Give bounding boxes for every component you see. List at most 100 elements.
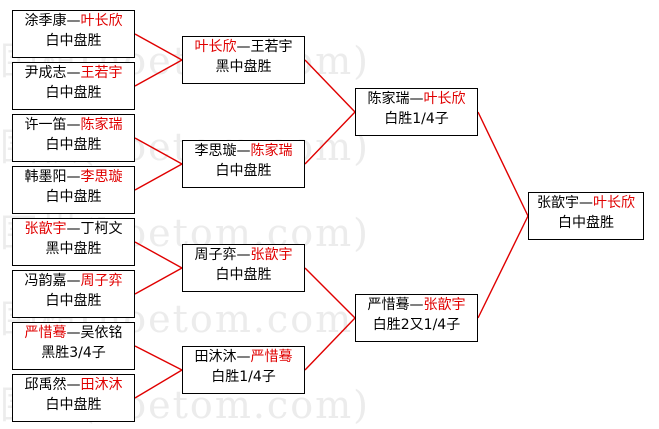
match-players: 张歆宇—丁柯文 — [13, 219, 134, 239]
match-players: 韩墨阳—李思璇 — [13, 167, 134, 187]
connector-line — [134, 369, 183, 399]
player-1: 李思璇 — [194, 143, 237, 159]
connector-line — [477, 215, 529, 319]
match-result: 黑中盘胜 — [215, 59, 272, 75]
player-1: 田沐沐 — [194, 349, 237, 365]
player-2: 李思璇 — [80, 169, 123, 185]
match-result: 白胜2又1/4子 — [372, 317, 461, 333]
match-result: 白中盘胜 — [215, 267, 272, 283]
vs-separator: — — [579, 195, 593, 211]
player-1: 张歆宇 — [24, 221, 67, 237]
player-2: 周子弈 — [80, 273, 123, 289]
vs-separator: — — [66, 169, 81, 185]
match-players: 李思璇—陈家瑞 — [183, 141, 304, 161]
player-1: 涂季康 — [24, 13, 67, 29]
match-result: 白胜1/4子 — [211, 369, 276, 385]
match-result: 黑中盘胜 — [45, 241, 102, 257]
vs-separator: — — [66, 325, 81, 341]
match-box-semifinal-2: 严惜蓦—张歆宇 白胜2又1/4子 — [355, 294, 478, 342]
match-box-round2-1: 叶长欣—王若宇 黑中盘胜 — [182, 36, 305, 84]
player-2: 陈家瑞 — [250, 143, 293, 159]
player-2: 张歆宇 — [250, 247, 293, 263]
vs-separator: — — [236, 39, 251, 55]
match-players: 严惜蓦—张歆宇 — [356, 295, 477, 315]
player-1: 张歆宇 — [537, 195, 579, 211]
player-1: 尹成志 — [24, 65, 67, 81]
match-result: 白胜1/4子 — [384, 111, 449, 127]
match-box-round2-4: 田沐沐—严惜蓦 白胜1/4子 — [182, 346, 305, 394]
player-1: 冯韵嘉 — [24, 273, 67, 289]
match-box-round2-2: 李思璇—陈家瑞 白中盘胜 — [182, 140, 305, 188]
match-result: 白中盘胜 — [45, 397, 102, 413]
match-box-round1-8: 邱禹然—田沐沐 白中盘胜 — [12, 374, 135, 422]
match-result: 黑胜3/4子 — [41, 345, 106, 361]
match-box-round1-2: 尹成志—王若宇 白中盘胜 — [12, 62, 135, 110]
match-box-round1-1: 涂季康—叶长欣 白中盘胜 — [12, 10, 135, 58]
match-result: 白中盘胜 — [215, 163, 272, 179]
match-players: 叶长欣—王若宇 — [183, 37, 304, 57]
match-box-final: 张歆宇—叶长欣 白中盘胜 — [528, 192, 644, 240]
player-2: 张歆宇 — [423, 297, 466, 313]
connector-line — [134, 163, 183, 191]
match-players: 周子弈—张歆宇 — [183, 245, 304, 265]
match-players: 冯韵嘉—周子弈 — [13, 271, 134, 291]
match-result: 白中盘胜 — [45, 189, 102, 205]
player-2: 丁柯文 — [80, 221, 123, 237]
match-box-round1-3: 许一笛—陈家瑞 白中盘胜 — [12, 114, 135, 162]
match-box-semifinal-1: 陈家瑞—叶长欣 白胜1/4子 — [355, 88, 478, 136]
player-1: 严惜蓦 — [367, 297, 410, 313]
vs-separator: — — [409, 297, 424, 313]
connector-line — [477, 111, 529, 217]
player-2: 叶长欣 — [80, 13, 123, 29]
vs-separator: — — [236, 143, 251, 159]
match-box-round1-7: 严惜蓦—吴依铭 黑胜3/4子 — [12, 322, 135, 370]
player-2: 吴依铭 — [80, 325, 123, 341]
player-1: 叶长欣 — [194, 39, 237, 55]
connector-line — [134, 59, 183, 87]
match-result: 白中盘胜 — [45, 137, 102, 153]
match-box-round2-3: 周子弈—张歆宇 白中盘胜 — [182, 244, 305, 292]
player-2: 叶长欣 — [593, 195, 635, 211]
match-result: 白中盘胜 — [558, 215, 614, 231]
match-result: 白中盘胜 — [45, 33, 102, 49]
player-1: 韩墨阳 — [24, 169, 67, 185]
vs-separator: — — [236, 349, 251, 365]
vs-separator: — — [236, 247, 251, 263]
vs-separator: — — [66, 273, 81, 289]
match-players: 尹成志—王若宇 — [13, 63, 134, 83]
connector-line — [304, 111, 356, 165]
player-1: 许一笛 — [24, 117, 67, 133]
match-result: 白中盘胜 — [45, 85, 102, 101]
match-players: 许一笛—陈家瑞 — [13, 115, 134, 135]
player-2: 王若宇 — [250, 39, 293, 55]
player-1: 邱禹然 — [24, 377, 67, 393]
connector-line — [134, 137, 183, 165]
vs-separator: — — [66, 377, 81, 393]
player-2: 田沐沐 — [80, 377, 123, 393]
match-result: 白中盘胜 — [45, 293, 102, 309]
match-players: 邱禹然—田沐沐 — [13, 375, 134, 395]
match-players: 田沐沐—严惜蓦 — [183, 347, 304, 367]
match-players: 涂季康—叶长欣 — [13, 11, 134, 31]
match-box-round1-6: 冯韵嘉—周子弈 白中盘胜 — [12, 270, 135, 318]
vs-separator: — — [66, 221, 81, 237]
vs-separator: — — [66, 65, 81, 81]
match-players: 张歆宇—叶长欣 — [529, 193, 643, 213]
connector-line — [304, 59, 356, 113]
player-2: 陈家瑞 — [80, 117, 123, 133]
connector-line — [134, 267, 183, 295]
player-1: 严惜蓦 — [24, 325, 67, 341]
connector-line — [134, 345, 183, 371]
vs-separator: — — [66, 13, 81, 29]
connector-line — [134, 241, 183, 269]
match-box-round1-4: 韩墨阳—李思璇 白中盘胜 — [12, 166, 135, 214]
connector-line — [134, 33, 183, 61]
vs-separator: — — [409, 91, 424, 107]
player-2: 严惜蓦 — [250, 349, 293, 365]
vs-separator: — — [66, 117, 81, 133]
match-players: 严惜蓦—吴依铭 — [13, 323, 134, 343]
connector-line — [304, 317, 356, 371]
player-2: 叶长欣 — [423, 91, 466, 107]
match-players: 陈家瑞—叶长欣 — [356, 89, 477, 109]
